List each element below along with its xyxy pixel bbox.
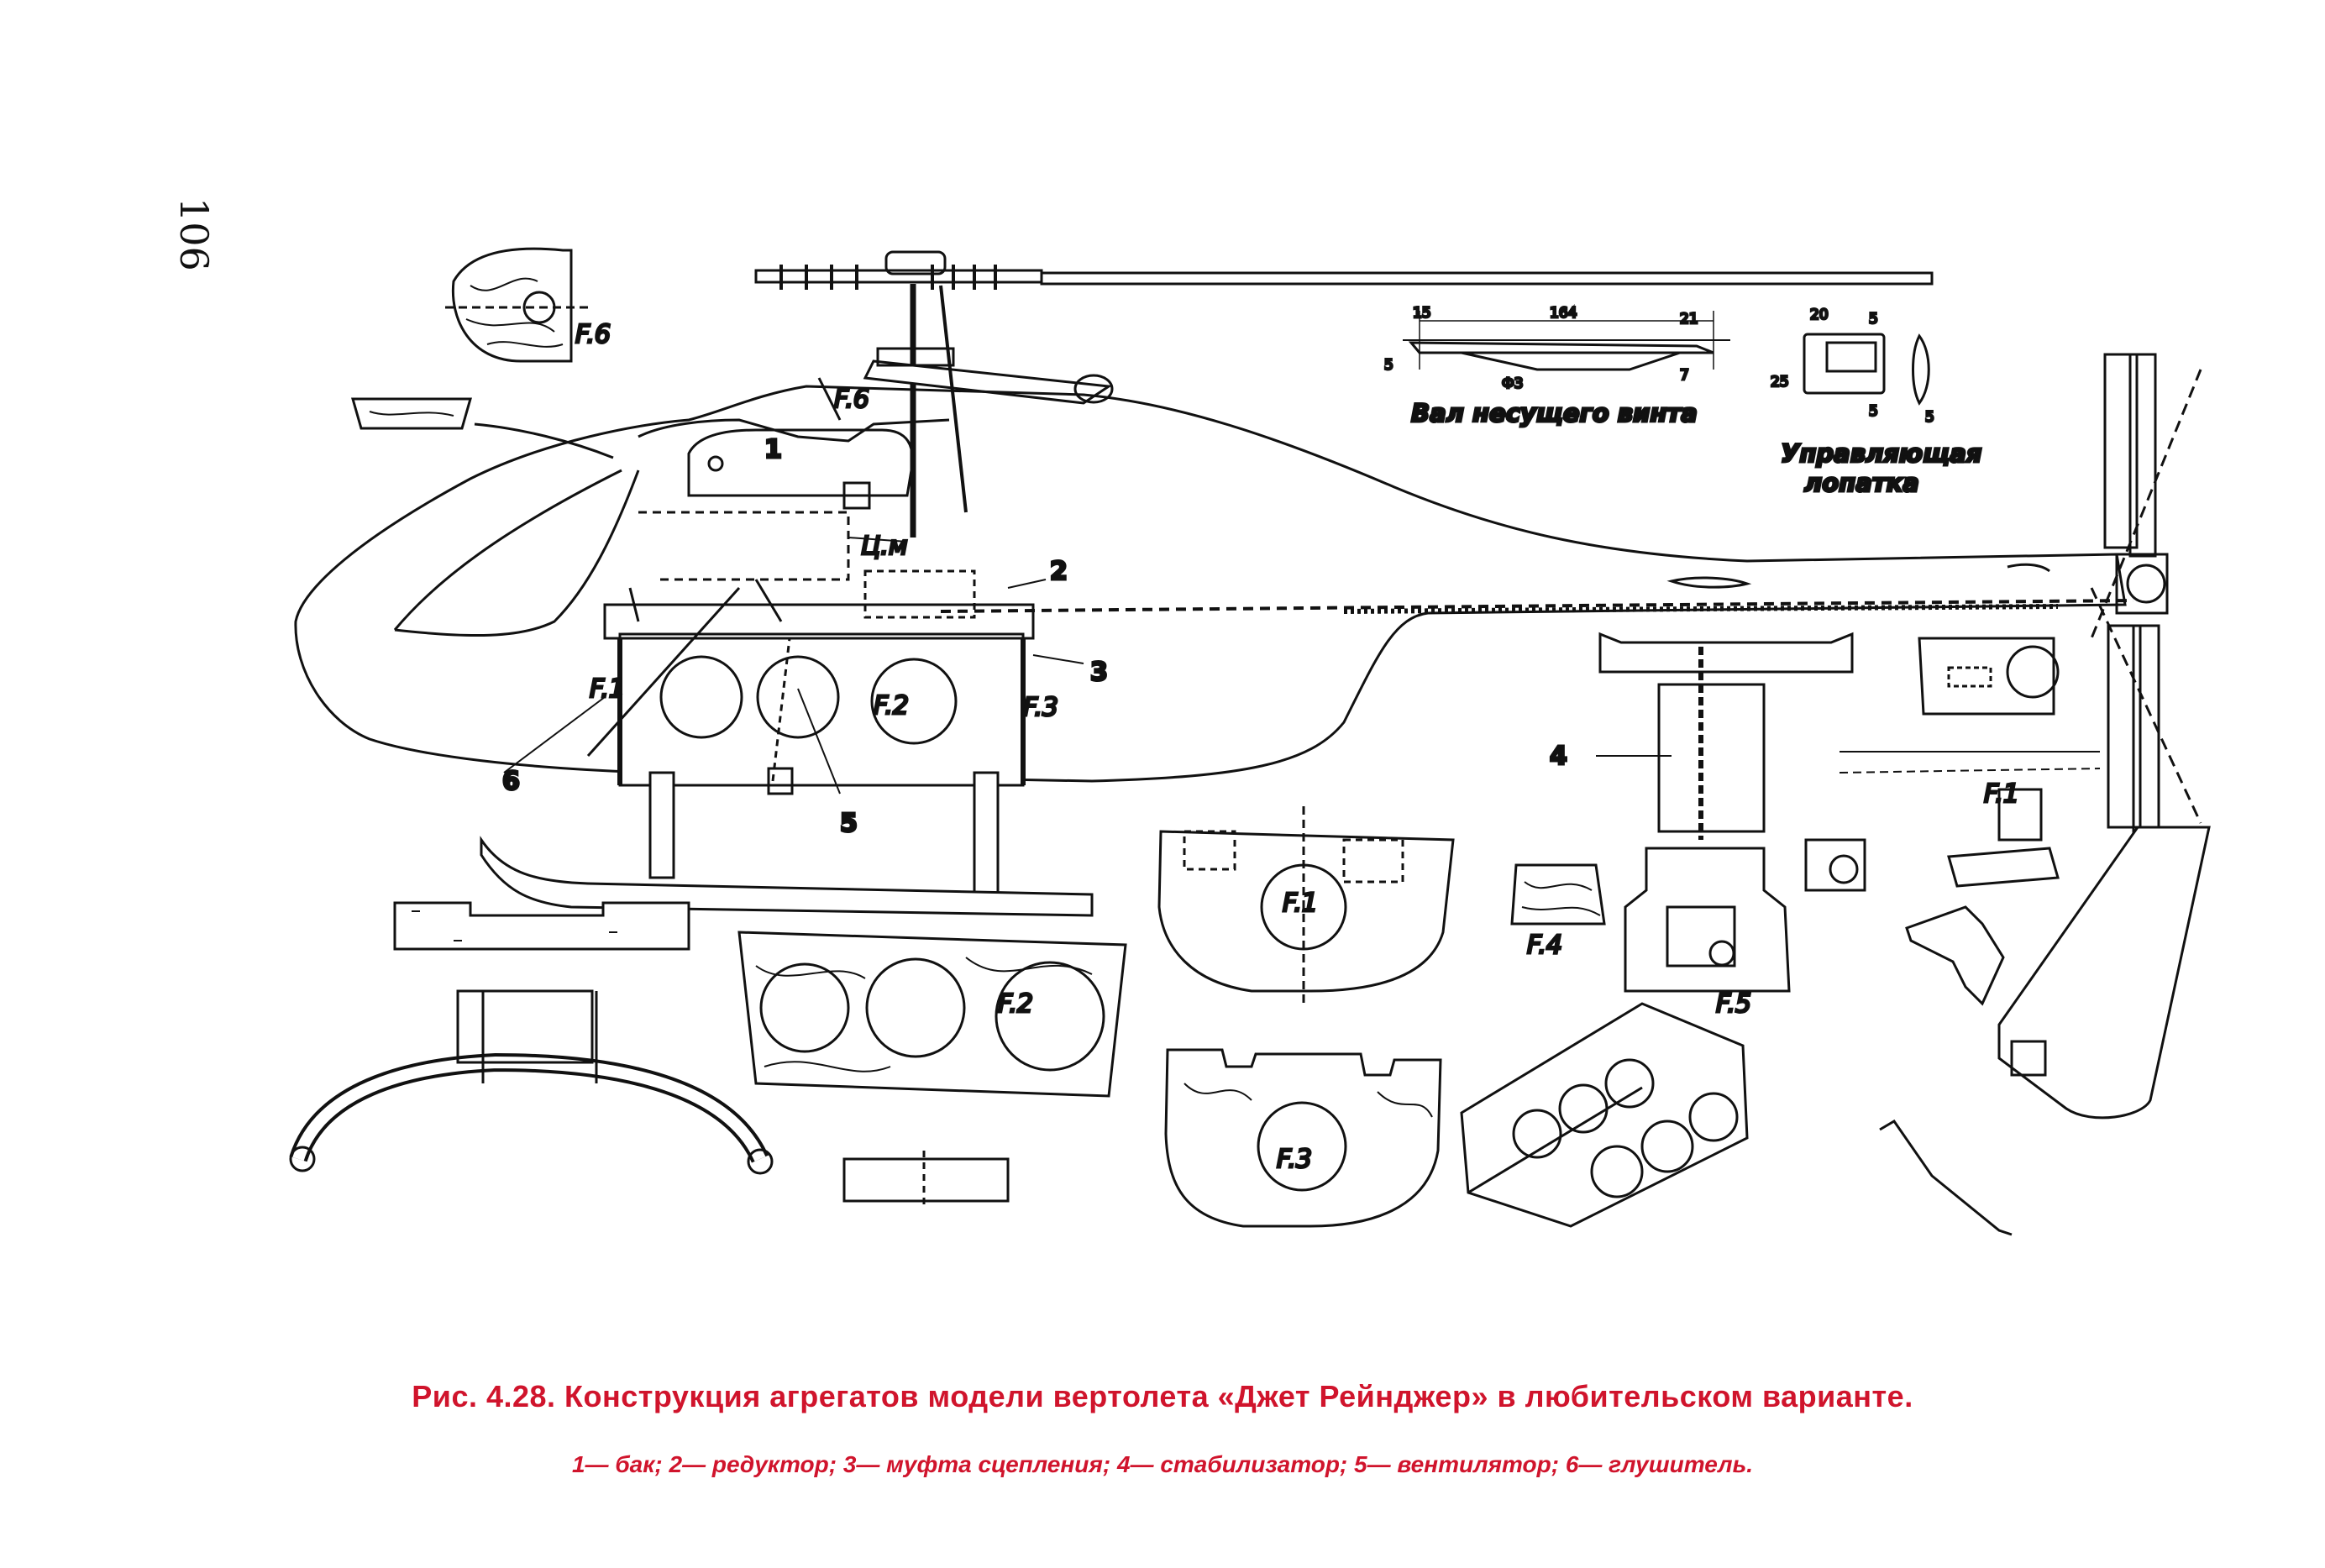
small-block bbox=[842, 1151, 1010, 1209]
callout-1: 1 bbox=[764, 435, 782, 464]
frame-label-f1-tail: F.1 bbox=[1984, 779, 2019, 809]
shaft-dim-21: 21 bbox=[1680, 311, 1698, 328]
shaft-dim-164: 164 bbox=[1550, 305, 1577, 322]
callout-2: 2 bbox=[1050, 557, 1068, 586]
tail-linkage-detail bbox=[1804, 751, 2101, 1006]
small-part-top-left bbox=[351, 397, 614, 459]
shaft-note: Вал несущего винта bbox=[1411, 399, 1698, 427]
shaft-dim-5: 5 bbox=[1384, 357, 1393, 374]
frame-f2-detail bbox=[737, 931, 1127, 1098]
frame-label-f1-detail: F.1 bbox=[1283, 889, 1318, 918]
frame-label-f6: F.6 bbox=[575, 320, 611, 349]
engine-frame-assembly bbox=[586, 569, 1035, 795]
paddle-note-line1: Управляющая bbox=[1781, 439, 1981, 468]
paddle-dim-25: 25 bbox=[1771, 374, 1789, 391]
frame-f5-detail bbox=[1624, 847, 1791, 993]
stabilizer-detail bbox=[1598, 632, 1854, 840]
paddle-dim-20: 20 bbox=[1810, 307, 1829, 323]
callout-4: 4 bbox=[1550, 742, 1567, 771]
main-shaft-detail bbox=[1403, 311, 1730, 371]
shaft-dim-f3: Ф3 bbox=[1502, 375, 1523, 392]
figure-caption: Рис. 4.28. Конструкция агрегатов модели … bbox=[412, 1379, 1913, 1413]
figure-legend: 1— бак; 2— редуктор; 3— муфта сцепления;… bbox=[571, 1451, 1753, 1477]
frame-label-f5-detail: F.5 bbox=[1716, 989, 1751, 1019]
tail-boom-section-detail bbox=[1918, 637, 2060, 716]
frame-f3-detail bbox=[1164, 1048, 1442, 1228]
landing-gear bbox=[480, 771, 1094, 917]
frame-label-f3: F.3 bbox=[1023, 693, 1058, 722]
callout-leaders bbox=[503, 537, 1672, 794]
frame-label-f4-detail: F.4 bbox=[1527, 931, 1562, 960]
skid-plate bbox=[393, 901, 690, 951]
engine-frame-3d bbox=[1460, 1002, 1749, 1228]
control-paddle-detail bbox=[1803, 333, 1930, 406]
fuselage bbox=[294, 377, 2127, 783]
frame-label-f6-main: F.6 bbox=[834, 385, 869, 414]
tail-drive-shaft bbox=[940, 563, 2134, 614]
frame-f4-detail bbox=[1510, 863, 1606, 926]
main-rotor bbox=[754, 250, 1934, 538]
paddle-dim-5a: 5 bbox=[1869, 311, 1878, 328]
callout-3: 3 bbox=[1090, 658, 1108, 687]
fuel-tank bbox=[638, 428, 914, 581]
paddle-note-line2: лопатка bbox=[1804, 469, 1919, 497]
skid-crossbar bbox=[289, 989, 774, 1175]
tail-rotor-fin bbox=[1997, 353, 2211, 1120]
frame-label-f2-detail: F.2 bbox=[998, 989, 1033, 1019]
callout-5: 5 bbox=[840, 809, 858, 838]
frame-label-f1: F.1 bbox=[590, 674, 625, 704]
callout-6: 6 bbox=[502, 767, 520, 796]
shaft-dim-7: 7 bbox=[1680, 367, 1689, 384]
paddle-dim-5c: 5 bbox=[1925, 409, 1934, 426]
frame-f1-detail bbox=[1157, 806, 1455, 1008]
paddle-dim-5b: 5 bbox=[1869, 403, 1878, 420]
control-rod bbox=[1879, 1120, 2013, 1236]
frame-label-f2: F.2 bbox=[874, 691, 909, 721]
center-of-mass-label: Ц.м bbox=[861, 532, 907, 561]
shaft-dim-15: 15 bbox=[1413, 305, 1431, 322]
frame-label-f3-detail: F.3 bbox=[1277, 1145, 1312, 1174]
frame-f6-detail bbox=[445, 247, 588, 363]
